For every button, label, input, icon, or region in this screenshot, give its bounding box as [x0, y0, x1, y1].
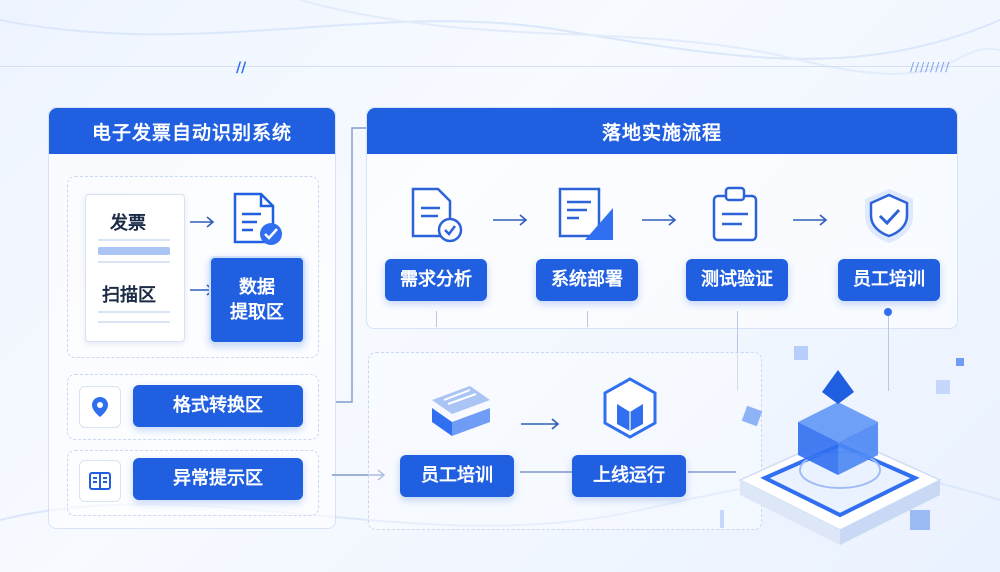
arrow-right-icon	[521, 418, 560, 430]
step-go-live[interactable]: 上线运行	[572, 455, 686, 497]
arrow-right-icon	[642, 214, 677, 226]
document-check-icon	[411, 187, 463, 243]
step-staff-training-2[interactable]: 员工培训	[400, 455, 514, 497]
cube-icon	[603, 377, 657, 439]
right-panel-title: 落地实施流程	[367, 108, 957, 154]
doc-bar	[98, 247, 170, 255]
left-panel: 电子发票自动识别系统 发票 扫描区 数据 提取区 格式转换区 异常提示区	[48, 107, 336, 529]
book-icon	[79, 460, 121, 502]
step-staff-training[interactable]: 员工培训	[838, 259, 940, 301]
arrow-right-icon	[793, 214, 828, 226]
connector-line	[888, 311, 889, 391]
doc-line	[98, 239, 170, 241]
invoice-document: 发票 扫描区	[85, 194, 185, 342]
step-requirement-analysis[interactable]: 需求分析	[385, 259, 487, 301]
scan-label: 扫描区	[102, 285, 156, 306]
connector-line	[587, 311, 588, 327]
doc-line	[98, 261, 170, 263]
location-pin-icon	[79, 386, 121, 428]
left-panel-title: 电子发票自动识别系统	[49, 108, 335, 154]
exception-alert-button[interactable]: 异常提示区	[133, 458, 303, 500]
connector-dot	[884, 308, 892, 316]
clipboard-icon	[712, 186, 758, 242]
document-chart-icon	[558, 187, 613, 240]
tick-mark: ////////	[910, 60, 951, 74]
document-check-icon	[233, 192, 282, 245]
connector-lines	[332, 127, 386, 481]
connector-line	[520, 471, 572, 473]
platform-cube-icon	[720, 346, 964, 545]
stack-layers-icon	[432, 386, 490, 436]
data-extract-button[interactable]: 数据 提取区	[209, 256, 305, 344]
doc-line	[98, 321, 170, 323]
header-divider	[0, 66, 1000, 67]
connector-line	[436, 311, 437, 327]
arrow-right-icon	[493, 214, 528, 226]
step-test-verify[interactable]: 测试验证	[686, 259, 788, 301]
step-system-deploy[interactable]: 系统部署	[536, 259, 638, 301]
shield-check-icon	[865, 189, 913, 243]
arrow-right-icon	[190, 216, 215, 228]
invoice-label: 发票	[110, 213, 146, 234]
connector-line	[688, 471, 736, 473]
connector-line	[737, 311, 738, 391]
slash-mark: //	[236, 60, 247, 76]
doc-line	[98, 311, 170, 313]
lower-flow-area	[368, 352, 762, 530]
format-convert-button[interactable]: 格式转换区	[133, 385, 303, 427]
